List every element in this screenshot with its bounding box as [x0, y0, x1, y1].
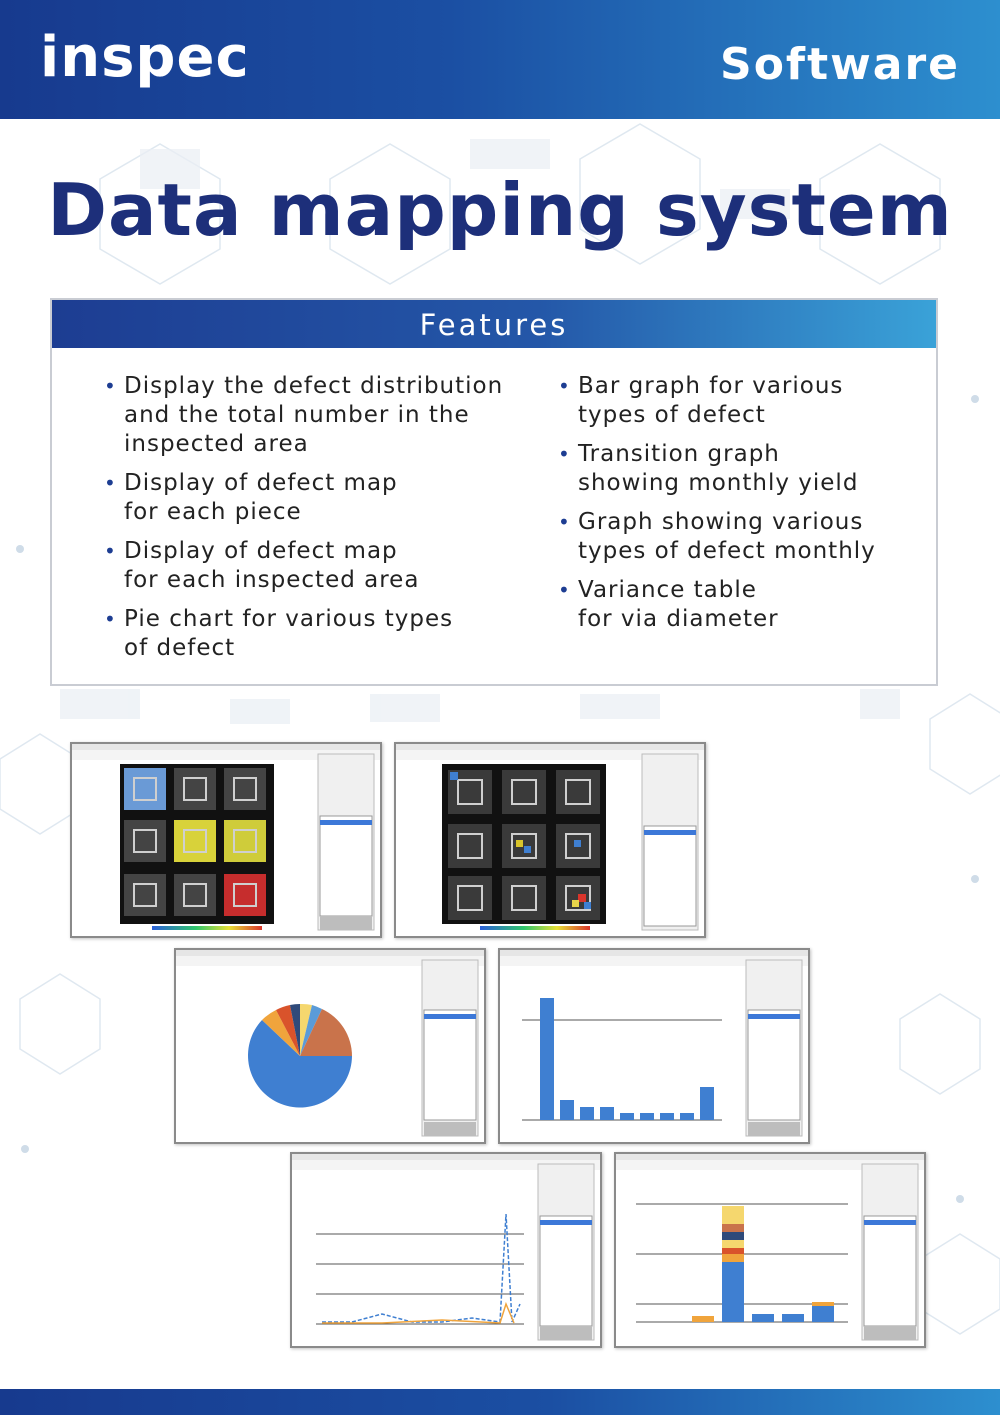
line-chart-icon: [292, 1154, 600, 1341]
bullet-icon: •: [104, 374, 117, 398]
bullet-icon: •: [104, 539, 117, 563]
header-banner: inspec Software: [0, 0, 1000, 119]
feature-item: •Display of defect map for each inspecte…: [104, 538, 420, 593]
bullet-icon: •: [558, 374, 571, 398]
feature-item: •Display the defect distribution and the…: [104, 373, 504, 457]
bullet-icon: •: [104, 471, 117, 495]
feature-item: •Bar graph for various types of defect: [558, 373, 844, 428]
pie-chart-icon: [176, 950, 484, 1137]
defect-map-piece-screenshot: [394, 742, 706, 938]
bullet-icon: •: [558, 578, 571, 602]
category-label: Software: [720, 39, 960, 90]
pie-chart-screenshot: [174, 948, 486, 1144]
features-heading: Features: [52, 300, 936, 348]
stacked-bar-icon: [616, 1154, 924, 1341]
bar-chart-icon: [500, 950, 808, 1137]
feature-item: •Graph showing various types of defect m…: [558, 509, 876, 564]
inspec-logo: inspec: [40, 25, 250, 90]
bar-graph-screenshot: [498, 948, 810, 1144]
feature-item: •Pie chart for various types of defect: [104, 606, 454, 661]
stacked-bar-screenshot: [614, 1152, 926, 1348]
feature-item: •Display of defect map for each piece: [104, 470, 398, 525]
defect-map-grid-icon: [396, 744, 704, 931]
features-list-right: •Bar graph for various types of defect •…: [558, 372, 918, 644]
transition-graph-screenshot: [290, 1152, 602, 1348]
feature-item: •Transition graph showing monthly yield: [558, 441, 859, 496]
feature-item: •Variance table for via diameter: [558, 577, 779, 632]
bullet-icon: •: [558, 442, 571, 466]
features-box: Features •Display the defect distributio…: [50, 298, 938, 686]
features-list-left: •Display the defect distribution and the…: [104, 372, 524, 673]
footer-bar: [0, 1389, 1000, 1415]
bullet-icon: •: [104, 607, 117, 631]
defect-map-grid-icon: [72, 744, 380, 931]
page-title: Data mapping system: [47, 168, 953, 252]
defect-map-area-screenshot: [70, 742, 382, 938]
hexagon-background-pattern: [0, 123, 1000, 1335]
bullet-icon: •: [558, 510, 571, 534]
